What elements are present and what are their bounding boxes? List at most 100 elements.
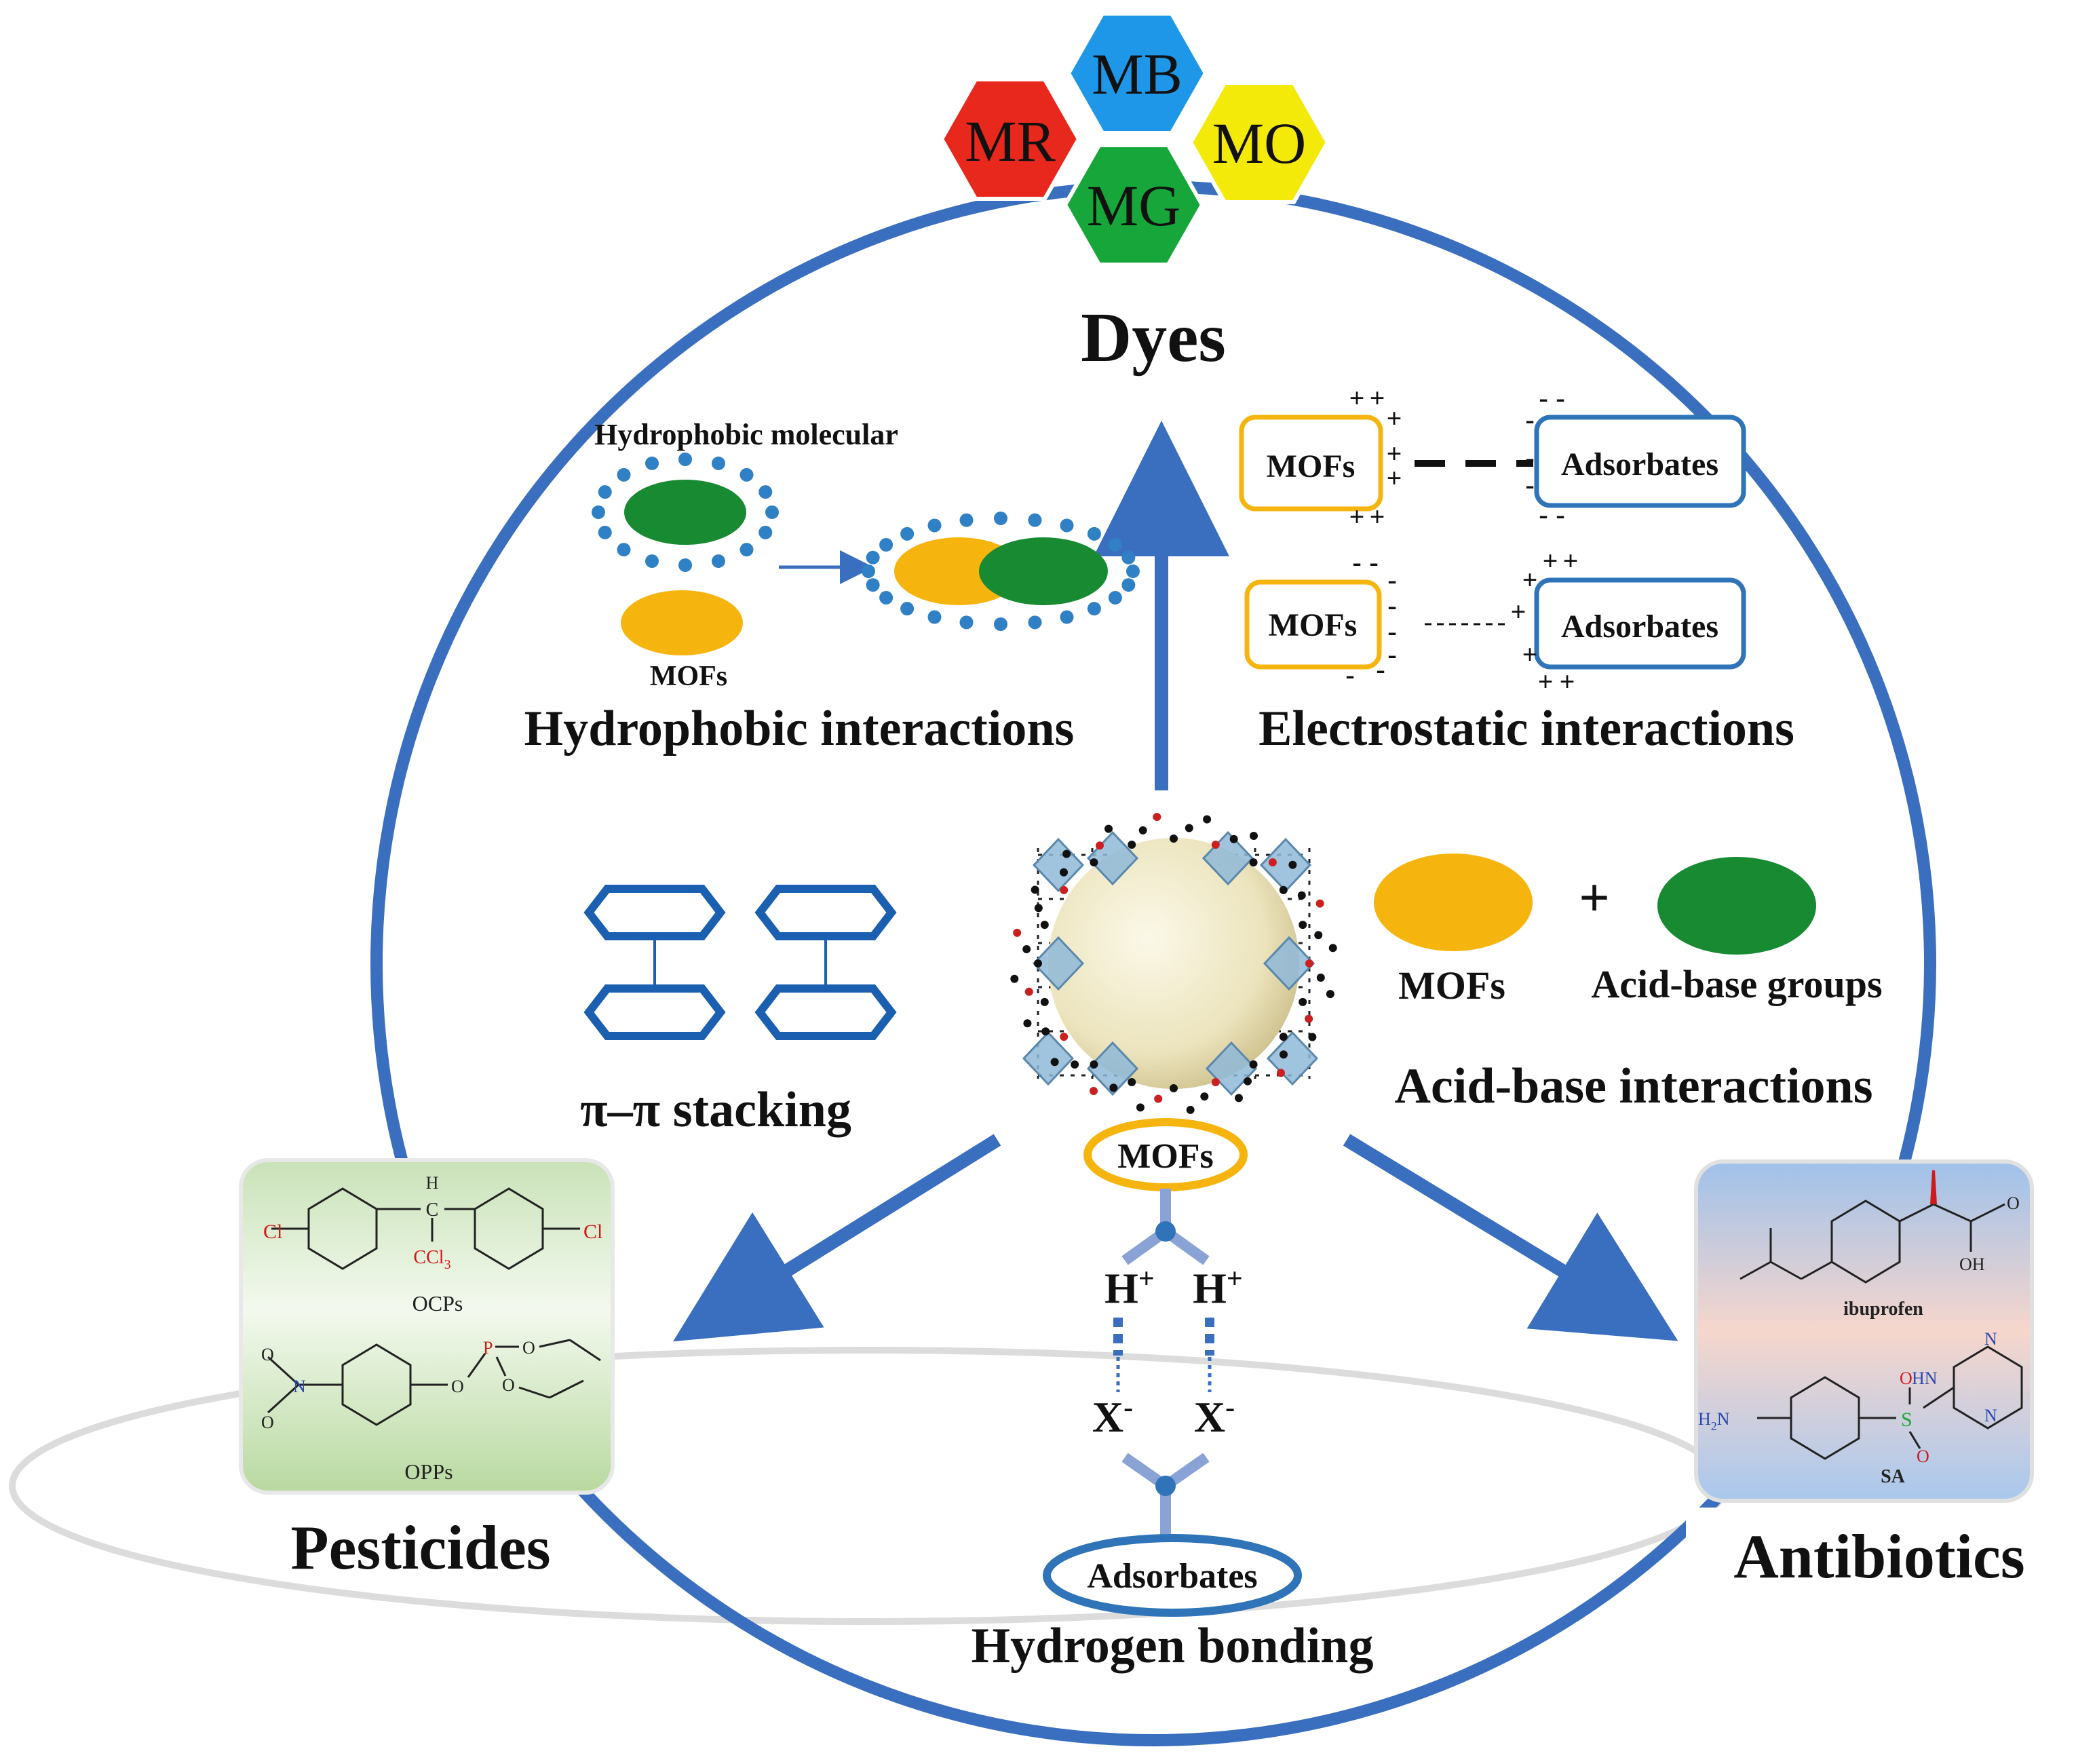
hbond-x-left-charge: -	[1123, 1392, 1133, 1423]
charge-sign: +	[1538, 666, 1554, 697]
ocps-cl-right: Cl	[583, 1221, 602, 1243]
mof-atom	[1034, 959, 1042, 967]
water-dot	[1121, 578, 1136, 592]
mof-atom	[1013, 928, 1022, 937]
water-dot	[758, 525, 773, 539]
mof-atom	[1136, 1103, 1145, 1112]
ibuprofen-oh: OH	[1959, 1254, 1985, 1274]
water-dot	[617, 543, 631, 557]
hexagon-mb-label: MB	[1092, 41, 1183, 107]
mof-atom	[1041, 1027, 1050, 1036]
charge-sign: -	[1387, 590, 1396, 621]
mof-atom	[1170, 835, 1178, 843]
mof-atom	[1297, 891, 1306, 900]
ocps-structure	[271, 1187, 580, 1270]
hbond-adsorbates-label: Adsorbates	[1087, 1557, 1257, 1596]
mof-atoms	[1010, 813, 1337, 1114]
acid-base-plus: +	[1579, 868, 1610, 928]
hbond-dashes	[1113, 1318, 1214, 1392]
hexagon-mg: MG	[1062, 143, 1205, 267]
antibiotics-card	[1694, 1159, 2034, 1503]
mof-atom	[1010, 974, 1019, 983]
hydrophobic-molecule-label: Hydrophobic molecular	[594, 418, 898, 451]
sa-h2n-sub: 2	[1711, 1419, 1717, 1433]
hydrogen-bonding-title: Hydrogen bonding	[972, 1618, 1374, 1674]
mof-atom	[1280, 1050, 1288, 1059]
water-dot	[645, 554, 659, 569]
arrow-to-antibiotics	[1343, 1134, 1678, 1341]
mof-atom	[1128, 1077, 1136, 1086]
water-dot	[645, 456, 659, 470]
mof-atom	[1024, 987, 1033, 996]
charge-sign: +	[1370, 383, 1385, 413]
water-dot	[711, 554, 725, 569]
opps-label: OPPs	[404, 1459, 453, 1484]
mof-atom	[1203, 815, 1212, 824]
opps-o-ethyl-2: O	[502, 1375, 515, 1395]
water-dot	[739, 467, 754, 482]
mof-atom	[1268, 858, 1277, 866]
hydrophobic-dots-left	[592, 453, 779, 572]
charge-sign: +	[1560, 666, 1575, 697]
mof-atom	[1305, 959, 1313, 967]
combined-molecule	[979, 537, 1108, 605]
mof-atom	[1062, 849, 1071, 858]
charge-sign: -	[1387, 564, 1396, 595]
mof-atom	[1316, 973, 1325, 982]
hydrophobic-title: Hydrophobic interactions	[524, 701, 1075, 756]
hbond-upper-node	[1155, 1221, 1176, 1242]
hbond-h-right: H+	[1193, 1263, 1243, 1312]
water-dot	[1060, 610, 1074, 624]
charge-sign: -	[1525, 442, 1534, 473]
mof-atom	[1109, 1084, 1118, 1092]
charge-sign: -	[1525, 404, 1534, 435]
hbond-h-right-charge: +	[1227, 1263, 1243, 1295]
water-dot	[598, 525, 612, 539]
mof-atom	[1186, 1105, 1195, 1114]
mof-atom	[1096, 841, 1104, 850]
mof-atom	[1128, 841, 1136, 849]
mof-atom	[1308, 1033, 1317, 1041]
metal-cluster	[1032, 936, 1085, 991]
charge-sign: -	[1352, 547, 1361, 577]
electrostatic-panel: MOFs Adsorbates MOFs Adsorbates +++++++-…	[1239, 383, 1794, 756]
hexagon-mr: MR	[939, 77, 1081, 201]
dyes-title: Dyes	[1081, 299, 1226, 377]
hbond-h-left-charge: +	[1138, 1263, 1155, 1295]
hbond-adsorbates-ellipse	[1043, 1534, 1302, 1617]
ibuprofen-structure	[1739, 1200, 2005, 1284]
charge-sign: -	[1539, 383, 1548, 413]
hexagon-mr-label: MR	[965, 109, 1056, 174]
hydrophobic-dots-right	[862, 512, 1140, 631]
mof-atom	[1050, 1058, 1059, 1067]
mof-atom	[1104, 824, 1113, 833]
mof-atom	[1040, 921, 1049, 929]
mof-atom	[1288, 860, 1297, 869]
metal-cluster	[1032, 837, 1085, 893]
pesticides-title: Pesticides	[290, 1513, 550, 1582]
mof-atom	[1299, 997, 1307, 1006]
mof-atom	[1299, 921, 1307, 929]
ocps-cl-left: Cl	[263, 1221, 282, 1243]
mof-atom	[1229, 835, 1238, 843]
mof-atom	[1022, 945, 1031, 954]
sa-n-top: N	[1984, 1329, 1997, 1349]
electrostatic-title: Electrostatic interactions	[1258, 701, 1794, 756]
water-dot	[1087, 602, 1101, 616]
hexagon-mo-label: MO	[1212, 111, 1307, 176]
water-dot	[1087, 526, 1101, 541]
electrostatic-adsorbates-label-1: Adsorbates	[1561, 446, 1718, 482]
water-dot	[900, 526, 915, 541]
charge-sign: -	[1345, 659, 1354, 690]
mof-atom	[1244, 1077, 1252, 1086]
mof-atom	[1090, 1060, 1098, 1069]
charge-sign: +	[1387, 438, 1402, 469]
mof-atom	[1326, 990, 1334, 999]
mof-atom	[1090, 1087, 1098, 1096]
hbond-x-right-label: X	[1194, 1393, 1225, 1441]
water-dot	[879, 538, 893, 552]
mof-atom	[1250, 831, 1258, 840]
sa-h2n: H2N	[1698, 1409, 1730, 1433]
pi-hexagon-bottom-right	[754, 984, 897, 1040]
